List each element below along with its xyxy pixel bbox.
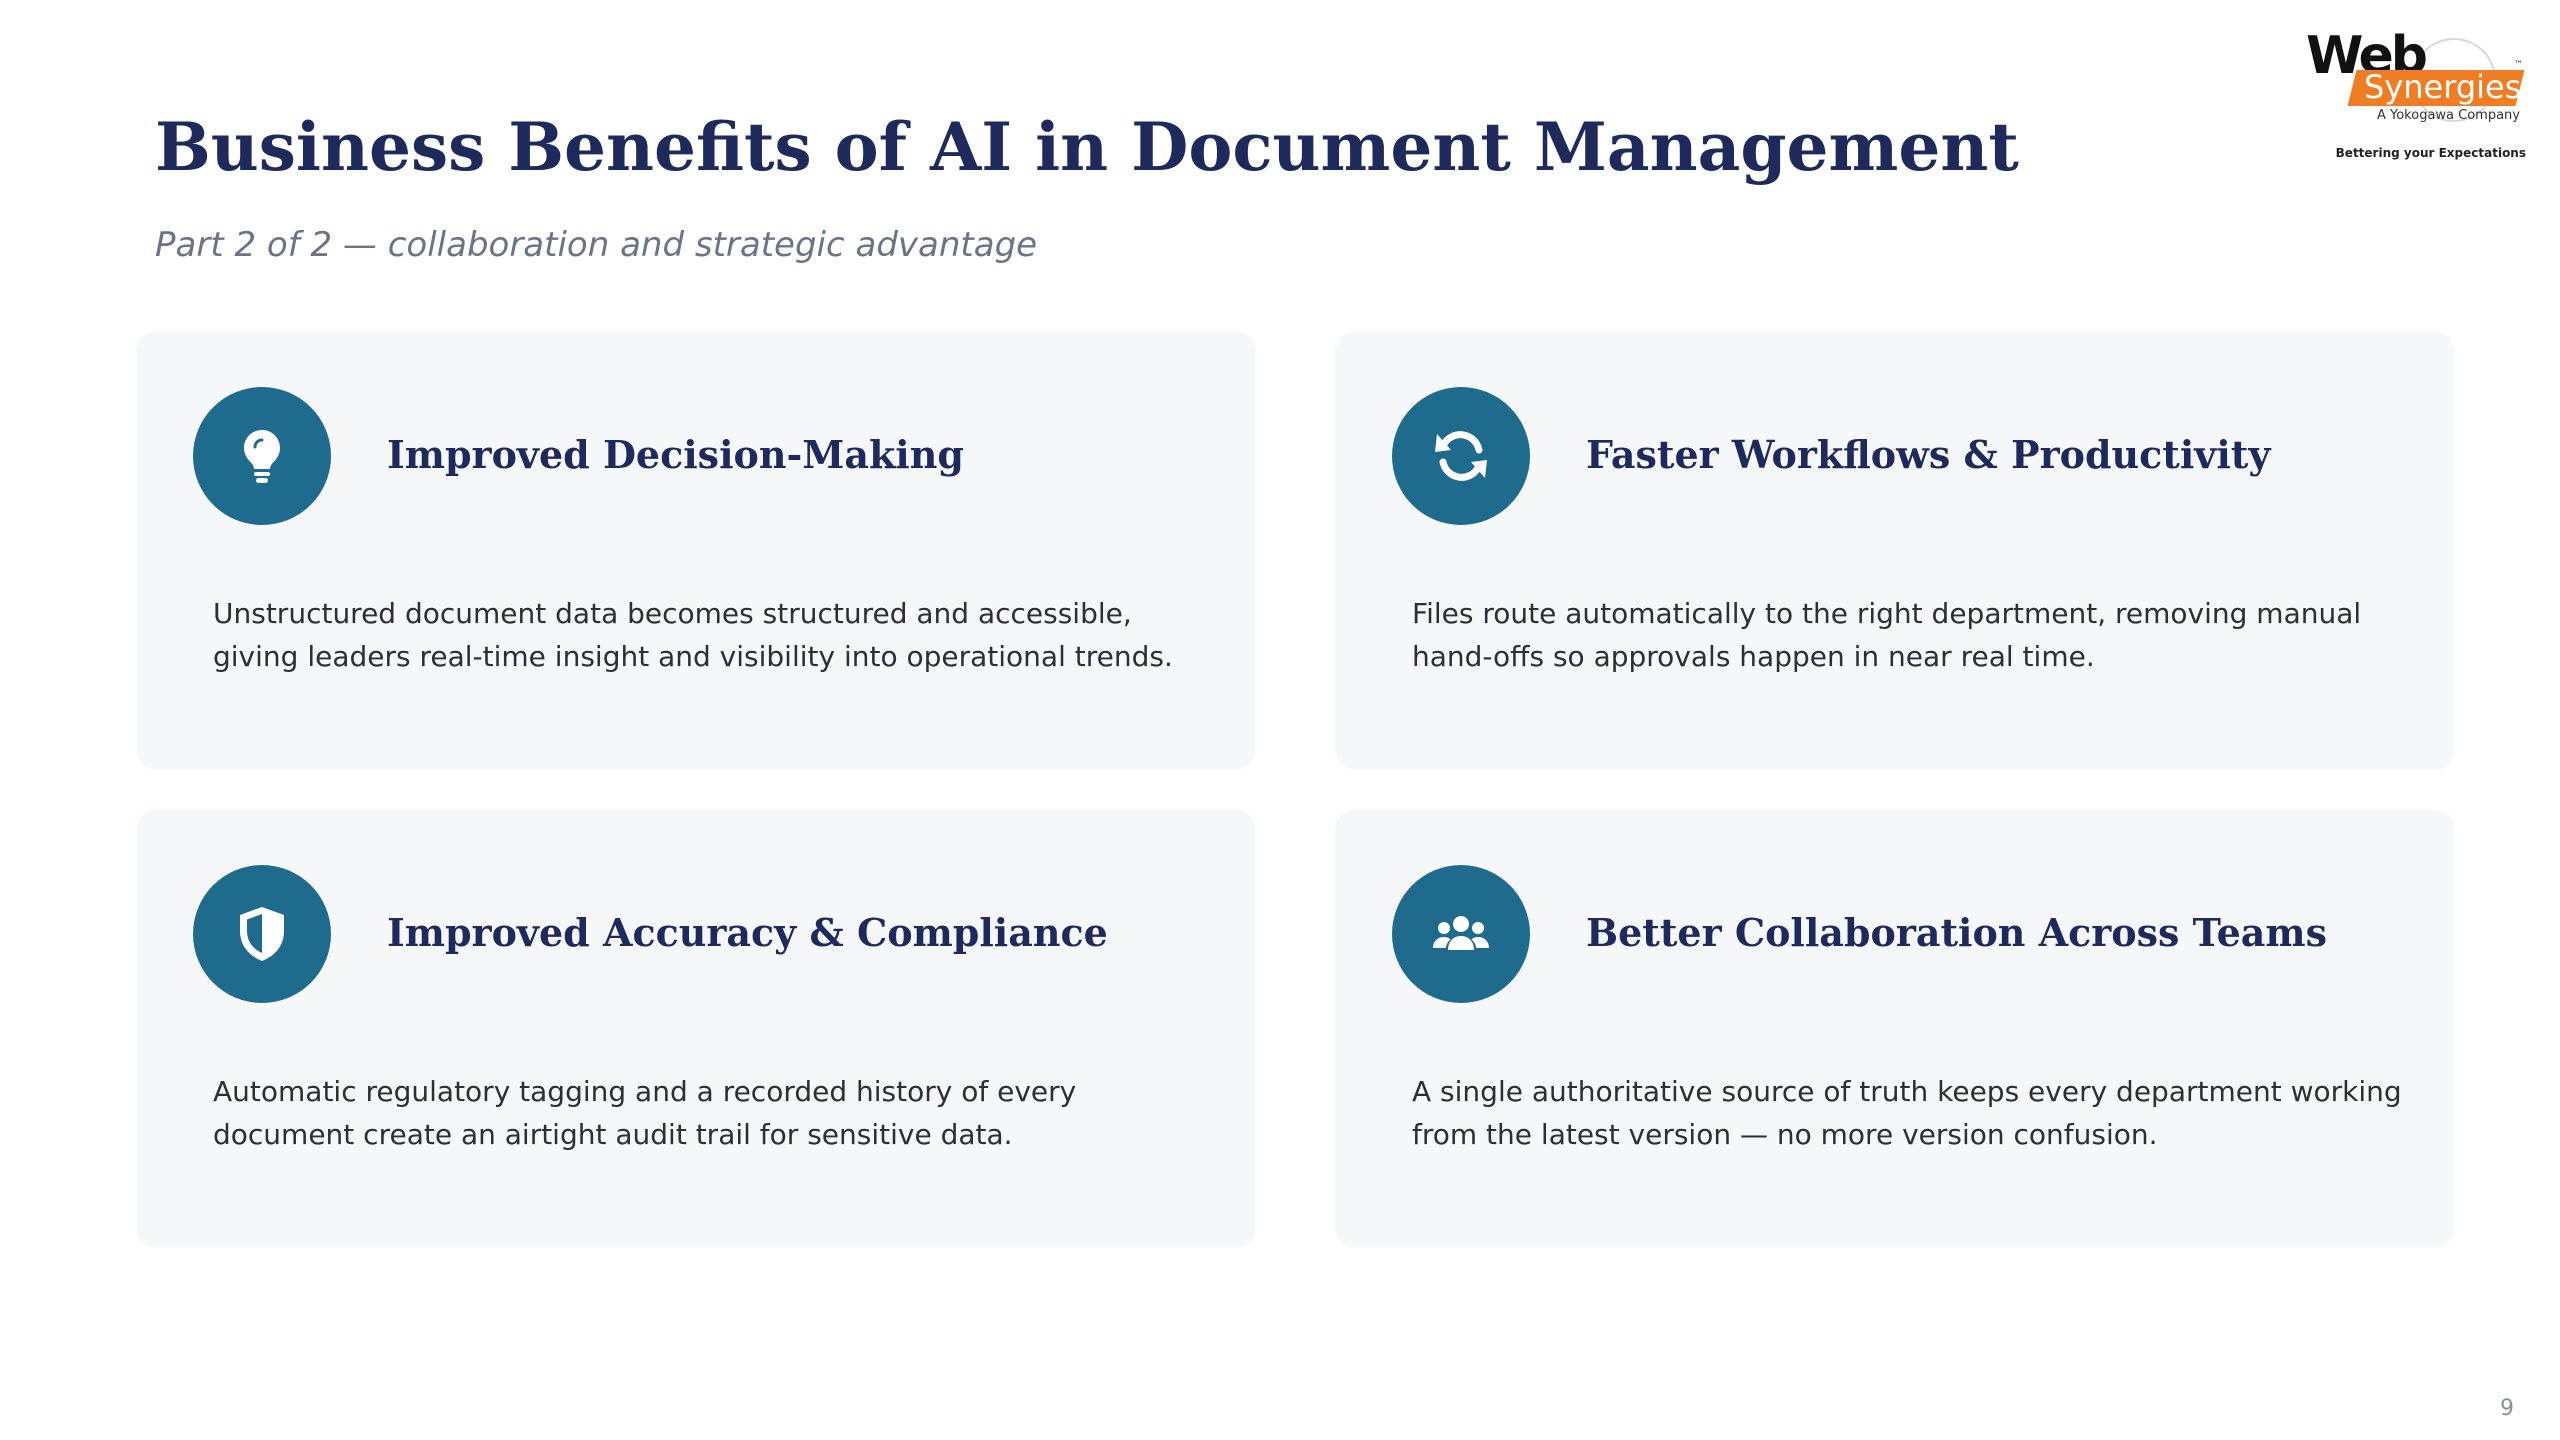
shield-icon [193, 865, 331, 1003]
card-description: Unstructured document data becomes struc… [213, 597, 1173, 673]
slide-subtitle: Part 2 of 2 — collaboration and strategi… [155, 225, 1038, 265]
slide-title: Business Benefits of AI in Document Mana… [155, 108, 2019, 186]
lightbulb-icon [193, 387, 331, 525]
logo-tagline: Bettering your Expectations [2335, 146, 2526, 160]
shield-icon-graphic [240, 907, 284, 961]
card-description: Files route automatically to the right d… [1412, 597, 2362, 673]
card-title: Better Collaboration Across Teams [1586, 910, 2327, 955]
users-icon-graphic [1433, 916, 1489, 950]
card-description: Automatic regulatory tagging and a recor… [213, 1075, 1077, 1151]
logo-wordmark-bottom: Synergies [2364, 68, 2522, 106]
card-description: A single authoritative source of truth k… [1412, 1075, 2402, 1151]
card-title: Faster Workflows & Productivity [1586, 432, 2271, 477]
lightbulb-icon-graphic [244, 430, 280, 483]
card-title: Improved Decision-Making [387, 432, 964, 477]
benefit-card-compliance: Improved Accuracy & Compliance Automatic… [137, 810, 1255, 1246]
logo-trademark: ™ [2514, 60, 2523, 70]
page-number: 9 [2500, 1396, 2514, 1421]
benefit-card-workflows: Faster Workflows & Productivity Files ro… [1336, 332, 2454, 768]
benefit-card-decision-making: Improved Decision-Making Unstructured do… [137, 332, 1255, 768]
logo-company-line: A Yokogawa Company [2376, 108, 2520, 123]
benefit-card-collaboration: Better Collaboration Across Teams A sing… [1336, 810, 2454, 1246]
sync-icon-graphic [1435, 431, 1487, 481]
card-title: Improved Accuracy & Compliance [387, 910, 1108, 955]
users-icon [1392, 865, 1530, 1003]
sync-icon [1392, 387, 1530, 525]
